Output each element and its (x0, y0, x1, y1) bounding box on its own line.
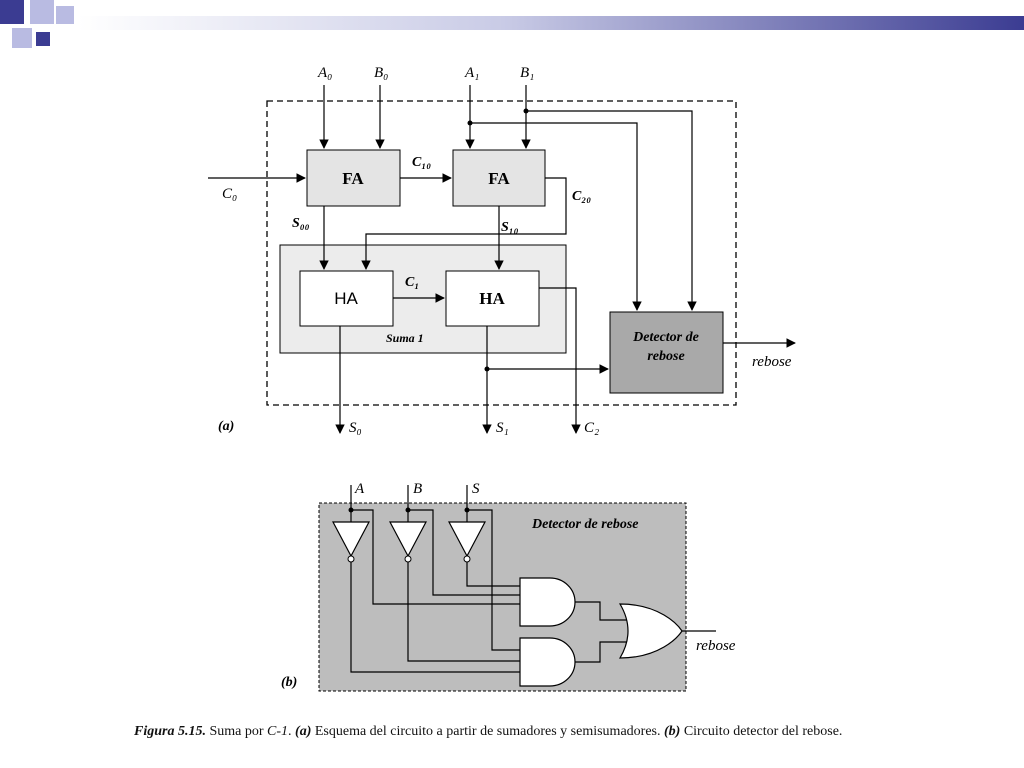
wire-a1-to-detector (470, 122, 642, 311)
overflow-detector-block (609, 311, 724, 394)
half-adder-0 (299, 270, 394, 327)
input-s-label: S (472, 481, 480, 497)
panel-a-label: (a) (218, 419, 234, 434)
half-adder-1 (445, 270, 540, 327)
input-b-label: B (413, 481, 422, 497)
output-rebose-label: rebose (752, 354, 792, 370)
wire-and1-to-or (575, 601, 628, 621)
caption-text-4: Circuito detector del rebose. (680, 724, 843, 739)
signal-s00-label: S₀₀ (292, 216, 310, 231)
caption-text-1: Suma por (205, 724, 268, 739)
or-gate (618, 603, 683, 659)
not-gate-b (389, 521, 427, 558)
caption-figure-label: Figura 5.15. (134, 724, 206, 739)
detector-panel-title: Detector de rebose (531, 517, 639, 532)
not-gate-a (332, 521, 370, 558)
circuit-boundary (266, 100, 737, 406)
deco-square-light (12, 28, 32, 48)
input-a0-label: A₀ (317, 65, 332, 81)
suma-1-label: Suma 1 (386, 331, 424, 345)
caption-a-marker: (a) (295, 724, 312, 739)
wire-s-to-and2 (467, 509, 520, 651)
output-s0-label: S₀ (349, 420, 362, 436)
output-rebose-b-label: rebose (696, 638, 736, 654)
diagram-b: Detector de rebose A B S (281, 481, 736, 692)
wire-b1-to-detector (526, 110, 697, 311)
deco-square-dark (36, 32, 50, 46)
signal-s10-label: S₁₀ (501, 220, 519, 235)
output-c2-label: C₂ (584, 420, 599, 436)
signal-c20-label: C₂₀ (572, 189, 591, 204)
diagram-a: FA FA HA HA Detector de rebose A₀ B₀ A₁ … (208, 65, 796, 436)
detector-panel (318, 502, 687, 692)
wire-c2 (539, 287, 581, 434)
detector-label-line1: Detector de (632, 330, 699, 345)
wire-nots-to-and1 (466, 562, 520, 587)
input-b1-label: B₁ (520, 65, 534, 81)
not-gate-s-bubble (463, 555, 471, 563)
wire-nota-to-and2 (350, 562, 520, 673)
panel-b-label: (b) (281, 675, 297, 690)
fa1-label: FA (488, 169, 510, 188)
output-s1-label: S₁ (496, 420, 509, 436)
wire-and2-to-or (575, 641, 628, 663)
wire-notb-to-and2 (407, 562, 520, 662)
wire-c20 (361, 177, 567, 270)
wire-b-to-and1 (408, 509, 520, 596)
full-adder-0 (306, 149, 401, 207)
slide-header-decoration (0, 0, 1024, 62)
input-c0-label: C₀ (222, 186, 237, 202)
not-gate-b-bubble (404, 555, 412, 563)
signal-c10-label: C₁₀ (412, 155, 431, 170)
caption-b-marker: (b) (663, 724, 681, 739)
wire-a-to-and1 (351, 509, 520, 605)
detector-label-line2: rebose (647, 349, 684, 364)
deco-square-dark (0, 0, 24, 24)
header-gradient-stripe (78, 16, 1024, 30)
input-a1-label: A₁ (464, 65, 479, 81)
not-gate-a-bubble (347, 555, 355, 563)
signal-c1-label: C₁ (405, 275, 419, 290)
input-b0-label: B₀ (374, 65, 388, 81)
caption-text-2: . (288, 724, 296, 739)
caption-text-3: Esquema del circuito a partir de sumador… (311, 724, 664, 739)
full-adder-1 (452, 149, 546, 207)
and-gate-1 (519, 577, 576, 627)
and-gate-2 (519, 637, 576, 687)
deco-square-light (56, 6, 74, 24)
deco-square-light (30, 0, 54, 24)
ha0-label: HA (334, 289, 358, 308)
not-gate-s (448, 521, 486, 558)
ha1-label: HA (479, 289, 505, 308)
figure-caption: Figura 5.15. Suma por C-1. (a) Esquema d… (134, 721, 914, 742)
caption-c1: C-1 (267, 724, 289, 739)
input-a-label: A (354, 481, 365, 497)
fa0-label: FA (342, 169, 364, 188)
